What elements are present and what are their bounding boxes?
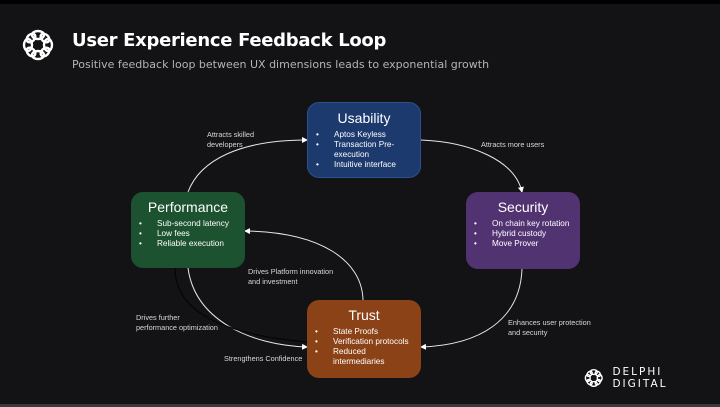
list-item: Verification protocols — [315, 337, 417, 347]
node-security-title: Security — [497, 199, 549, 215]
node-usability: Usability Aptos Keyless Transaction Pre-… — [307, 102, 421, 178]
edge-label-line: and security — [508, 328, 548, 337]
edge-performance-to-trust-confidence — [187, 267, 308, 350]
edge-label-drives-optimization: Drives further performance optimization — [136, 313, 218, 333]
list-item: Aptos Keyless — [316, 130, 416, 140]
footer-brand: DELPHI DIGITAL — [583, 366, 720, 390]
list-item: Transaction Pre-execution — [316, 140, 416, 160]
edge-performance-to-trust-optimization — [174, 267, 308, 343]
list-item: On chain key rotation — [474, 219, 576, 229]
list-item: Move Prover — [474, 239, 576, 249]
node-usability-title: Usability — [337, 110, 391, 126]
node-performance-list: Sub-second latency Low fees Reliable exe… — [131, 219, 245, 249]
edge-usability-to-security — [420, 139, 524, 193]
edge-label-line: and investment — [248, 277, 298, 286]
edge-label-line: performance optimization — [136, 323, 218, 332]
node-usability-list: Aptos Keyless Transaction Pre-execution … — [308, 130, 420, 170]
edge-label-attracts-developers: Attracts skilled developers — [207, 130, 254, 150]
delphi-brand-icon — [584, 368, 603, 388]
edge-label-line: Attracts more users — [481, 140, 545, 149]
edge-label-strengthens-confidence: Strengthens Confidence — [224, 354, 302, 364]
delphi-logo-icon — [22, 29, 54, 61]
page-subtitle: Positive feedback loop between UX dimens… — [72, 58, 490, 71]
list-item: Reliable execution — [139, 239, 241, 249]
edge-security-to-trust — [420, 268, 523, 350]
node-performance: Performance Sub-second latency Low fees … — [131, 192, 245, 268]
edge-performance-to-usability — [187, 137, 308, 193]
node-trust-title: Trust — [348, 307, 380, 323]
node-security-list: On chain key rotation Hybrid custody Mov… — [466, 219, 580, 249]
list-item: Reduced intermediaries — [315, 347, 417, 367]
brand-name: DELPHI DIGITAL — [612, 366, 668, 390]
edge-label-drives-innovation: Drives Platform innovation and investmen… — [248, 267, 333, 287]
list-item: Hybrid custody — [474, 229, 576, 239]
bottom-bar — [0, 404, 720, 407]
list-item: Low fees — [139, 229, 241, 239]
node-trust: Trust State Proofs Verification protocol… — [307, 300, 421, 378]
edge-label-line: Strengthens Confidence — [224, 354, 303, 363]
edge-label-enhances-protection: Enhances user protection and security — [508, 318, 591, 338]
edge-label-line: Enhances user protection — [508, 318, 591, 327]
list-item: State Proofs — [315, 327, 417, 337]
node-performance-title: Performance — [147, 199, 229, 215]
edge-label-line: Drives further — [136, 313, 180, 322]
edge-trust-to-performance — [244, 228, 364, 301]
page-title: User Experience Feedback Loop — [72, 30, 387, 51]
edge-label-line: developers — [207, 140, 243, 149]
edge-label-attracts-users: Attracts more users — [481, 140, 544, 150]
node-trust-list: State Proofs Verification protocols Redu… — [307, 327, 421, 367]
edge-label-line: Drives Platform innovation — [248, 267, 334, 276]
node-security: Security On chain key rotation Hybrid cu… — [466, 192, 580, 269]
edge-label-line: Attracts skilled — [207, 130, 255, 139]
list-item: Sub-second latency — [139, 219, 241, 229]
list-item: Intuitive interface — [316, 160, 416, 170]
